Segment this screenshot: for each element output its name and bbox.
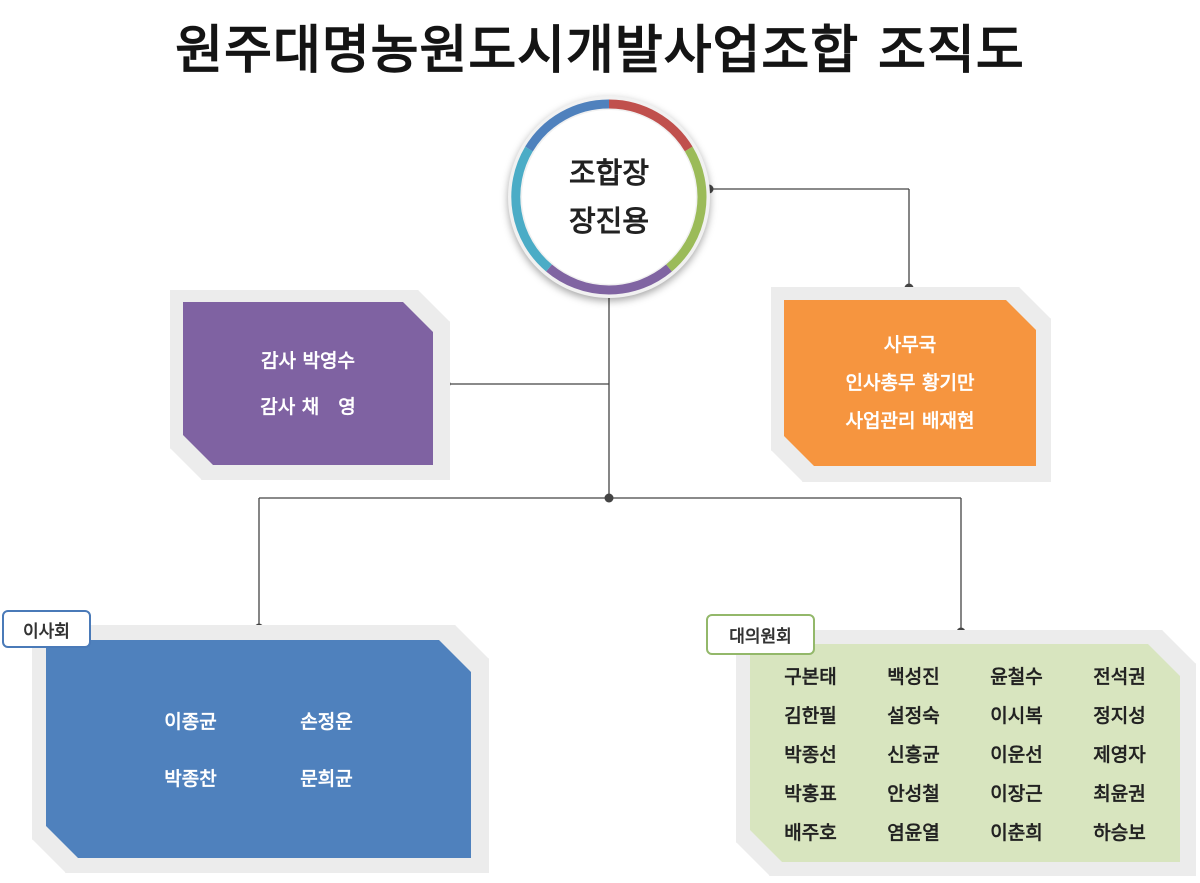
delegate-member: 구본태 bbox=[784, 665, 837, 688]
delegate-member: 이시복 bbox=[990, 704, 1043, 727]
delegate-member: 최윤권 bbox=[1093, 782, 1146, 805]
delegate-member: 박홍표 bbox=[784, 782, 837, 805]
board-box: 이종균 손정운 박종찬 문희균 bbox=[46, 640, 471, 858]
delegates-label-tag: 대의원회 bbox=[706, 614, 815, 655]
auditor-1: 감사 박영수 bbox=[260, 349, 355, 372]
delegate-member: 이운선 bbox=[990, 743, 1043, 766]
board-member: 박종찬 bbox=[164, 768, 217, 790]
delegate-member: 배주호 bbox=[784, 821, 837, 844]
board-member-grid: 이종균 손정운 박종찬 문희균 bbox=[123, 707, 395, 791]
connector-dot bbox=[604, 493, 614, 503]
delegates-box: 구본태 백성진 윤철수 전석권 김한필 설정숙 이시복 정지성 박종선 신흥균 … bbox=[750, 644, 1180, 862]
delegate-member: 정지성 bbox=[1093, 704, 1146, 727]
delegate-member: 하승보 bbox=[1093, 821, 1146, 844]
office-title: 사무국 bbox=[883, 334, 937, 356]
board-member: 이종균 bbox=[164, 711, 217, 733]
delegate-member: 전석권 bbox=[1093, 665, 1146, 688]
delegate-member: 염윤열 bbox=[887, 821, 940, 844]
delegate-member: 제영자 bbox=[1093, 743, 1146, 766]
board-member: 손정운 bbox=[300, 711, 353, 733]
delegate-member: 안성철 bbox=[887, 782, 940, 805]
delegate-member: 백성진 bbox=[887, 665, 940, 688]
delegate-member: 이춘희 bbox=[990, 821, 1043, 844]
chairman-color-ring bbox=[511, 99, 707, 295]
board-member: 문희균 bbox=[300, 768, 353, 790]
delegate-member: 김한필 bbox=[784, 704, 837, 727]
board-label-tag: 이사회 bbox=[2, 610, 91, 648]
chairman-role: 조합장 bbox=[568, 156, 650, 190]
chairman-label: 조합장 장진용 bbox=[522, 110, 696, 284]
delegate-member-grid: 구본태 백성진 윤철수 전석권 김한필 설정숙 이시복 정지성 박종선 신흥균 … bbox=[759, 663, 1171, 848]
chart-title: 원주대명농원도시개발사업조합 조직도 bbox=[175, 21, 1025, 81]
office-staff-2: 사업관리 배재현 bbox=[845, 410, 975, 432]
auditors-box: 감사 박영수 감사 채 영 bbox=[183, 302, 433, 465]
delegate-member: 이장근 bbox=[990, 782, 1043, 805]
delegate-member: 설정숙 bbox=[887, 704, 940, 727]
office-staff-1: 인사총무 황기만 bbox=[845, 372, 975, 394]
chairman-name: 장진용 bbox=[568, 204, 650, 238]
delegate-member: 윤철수 bbox=[990, 665, 1043, 688]
office-box: 사무국 인사총무 황기만 사업관리 배재현 bbox=[784, 300, 1036, 466]
delegate-member: 박종선 bbox=[784, 743, 837, 766]
auditor-2: 감사 채 영 bbox=[260, 395, 356, 418]
delegate-member: 신흥균 bbox=[887, 743, 940, 766]
